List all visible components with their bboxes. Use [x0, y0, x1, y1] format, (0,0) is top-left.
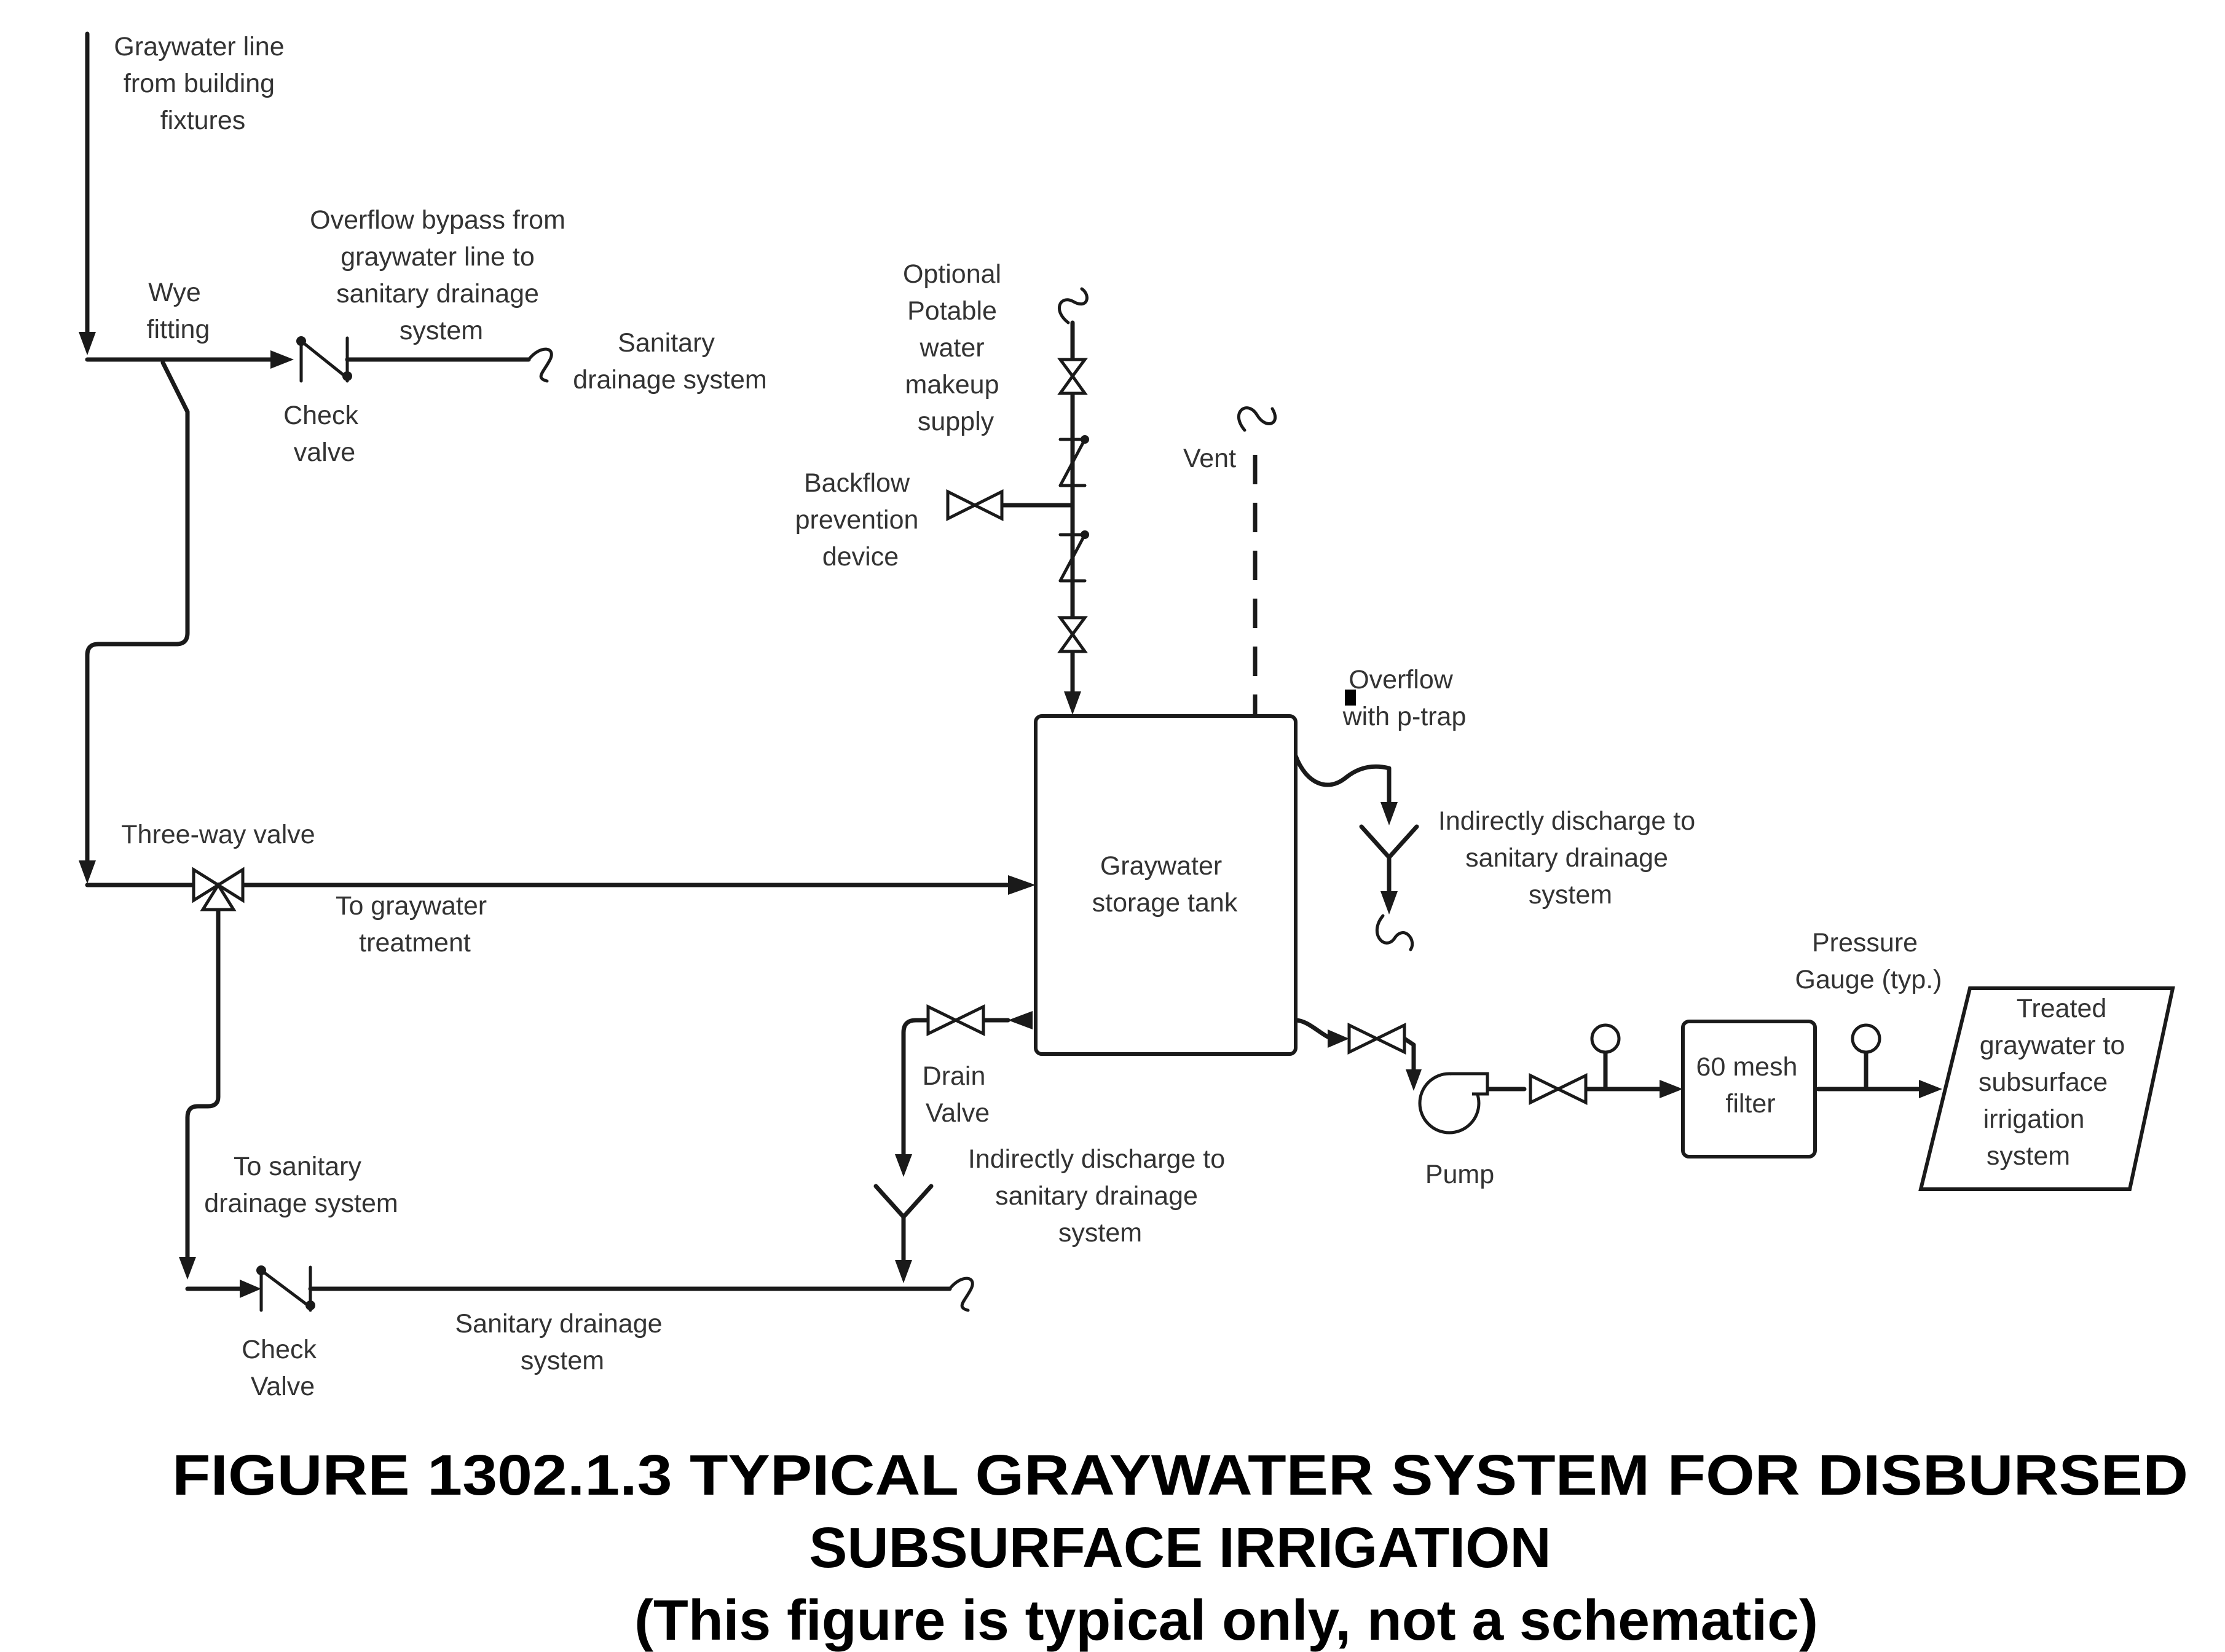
pump-outlet-valve [1529, 1072, 1588, 1106]
caption-line-1: FIGURE 1302.1.3 TYPICAL GRAYWATER SYSTEM… [172, 1443, 2188, 1507]
label-sanitary-bottom: Sanitary drainage system [455, 1309, 669, 1375]
inlet-arrow [79, 332, 96, 355]
label-overflow-bypass: Overflow bypass from graywater line to s… [310, 205, 573, 345]
wye-branch-pipe [85, 360, 190, 878]
label-graywater-line: Graywater line from building fixtures [114, 32, 291, 135]
drain-out-arrow [1008, 1011, 1033, 1029]
label-wye-fitting: Wye fitting [147, 278, 210, 344]
label-indirect-right: Indirectly discharge to sanitary drainag… [1438, 806, 1703, 910]
label-check-valve-top: Check valve [283, 401, 366, 467]
check-valve-arrow [270, 350, 294, 369]
valves [192, 336, 1588, 1312]
label-pressure-gauge: Pressure Gauge (typ.) [1795, 928, 1942, 994]
label-overflow-ptrap: Overflow with p-trap [1342, 665, 1467, 731]
label-to-treatment: To graywater treatment [336, 891, 494, 958]
pump-inlet-valve [1347, 1022, 1406, 1055]
label-storage-tank: Graywater storage tank [1092, 851, 1238, 918]
mesh-filter [1681, 1020, 1817, 1158]
to-sanitary-pipe [185, 907, 221, 1275]
piping [79, 31, 1942, 1312]
bottom-check-arrow [240, 1280, 261, 1298]
funnel-right [1359, 824, 1419, 903]
filter-inlet-arrow [1660, 1080, 1683, 1098]
funnel-right-trap [1375, 914, 1414, 951]
funnel-right-arrow [1380, 891, 1398, 914]
drain-arrow [895, 1154, 912, 1177]
funnel-bottom [873, 1184, 934, 1272]
irrigation-arrow [1919, 1080, 1942, 1098]
sanitary-trap-top [527, 347, 553, 383]
potable-check-upper [1058, 435, 1089, 487]
check-valve-bottom [256, 1265, 315, 1312]
label-optional-potable: Optional Potable water makeup supply [903, 259, 1009, 436]
gate-valve-potable-upper [1057, 358, 1088, 395]
potable-check-lower [1058, 530, 1089, 583]
label-sanitary-top: Sanitary drainage system [573, 328, 767, 395]
equipment [1034, 714, 2175, 1191]
pump-down-arrow [1406, 1069, 1422, 1091]
storage-tank [1034, 714, 1298, 1056]
backflow-valve [946, 489, 1004, 522]
label-pump: Pump [1425, 1160, 1494, 1189]
overflow-arrow [1380, 802, 1398, 825]
caption-line-2: SUBSURFACE IRRIGATION [809, 1516, 1551, 1579]
labels: Graywater line from building fixtures Wy… [114, 32, 2132, 1401]
overflow-pipe [1293, 753, 1392, 814]
three-way-inlet-arrow [79, 860, 96, 884]
label-to-sanitary: To sanitary drainage system [204, 1152, 398, 1218]
figure-caption: FIGURE 1302.1.3 TYPICAL GRAYWATER SYSTEM… [172, 1443, 2188, 1652]
irrigation-parallelogram [1918, 986, 2175, 1191]
valve-to-pump-pipe [1402, 1036, 1416, 1078]
label-check-valve-bottom: Check Valve [242, 1335, 324, 1401]
pressure-gauge-2 [1851, 1023, 1881, 1054]
label-mesh-filter: 60 mesh filter [1696, 1052, 1805, 1119]
funnel-bottom-arrow [895, 1260, 912, 1283]
pump-inlet-arrow [1328, 1029, 1349, 1048]
label-indirect-bottom: Indirectly discharge to sanitary drainag… [968, 1144, 1232, 1248]
caption-line-3: (This figure is typical only, not a sche… [634, 1588, 1818, 1652]
overflow-marker [1345, 690, 1356, 706]
potable-source-trap [1057, 287, 1089, 324]
label-drain-valve: Drain Valve [923, 1061, 993, 1128]
potable-arrow [1064, 691, 1081, 715]
vent-cap [1237, 406, 1277, 432]
label-treated: Treated graywater to subsurface irrigati… [1979, 994, 2132, 1171]
label-backflow: Backflow prevention device [795, 468, 926, 572]
check-valve-top [296, 336, 352, 383]
pump [1418, 1072, 1489, 1135]
three-way-valve [192, 867, 245, 911]
pressure-gauge-1 [1590, 1023, 1621, 1054]
tank-inlet-arrow [1008, 875, 1036, 895]
sanitary-trap-bottom [948, 1276, 974, 1312]
bottom-down-arrow [179, 1257, 196, 1280]
drain-valve [926, 1004, 985, 1037]
gate-valve-potable-lower [1057, 616, 1088, 653]
label-vent: Vent [1183, 444, 1236, 473]
drain-pipe [901, 1018, 931, 1169]
label-three-way-valve: Three-way valve [121, 820, 315, 849]
